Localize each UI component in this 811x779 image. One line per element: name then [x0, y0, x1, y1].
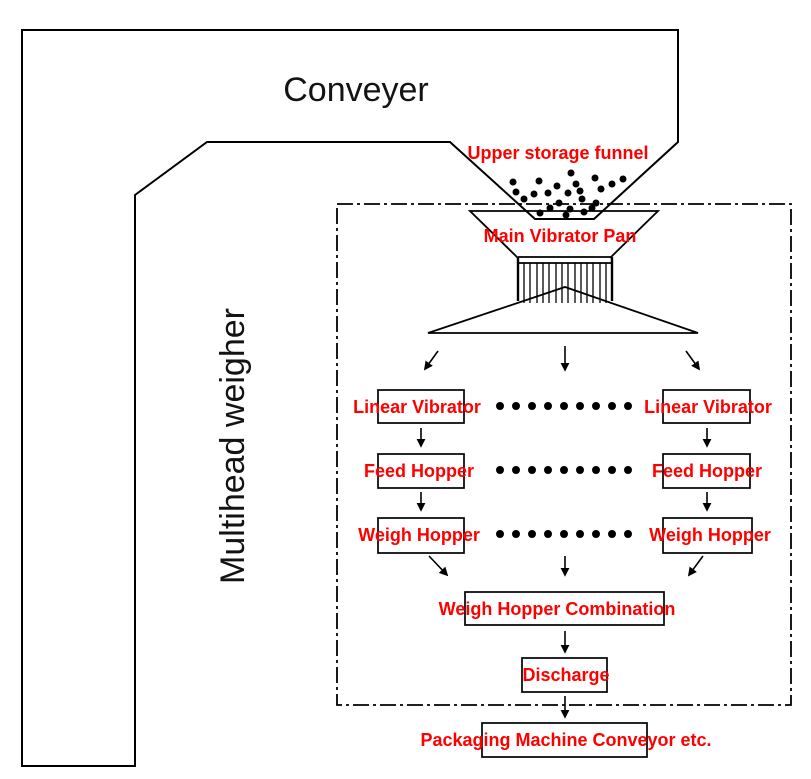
linear-vibrator-left-label: Linear Vibrator — [353, 397, 481, 417]
flow-arrows — [416, 346, 712, 719]
conveyor-label: Conveyer — [283, 71, 429, 109]
feed-hopper-right-box — [662, 453, 751, 489]
linear-vibrator-right-label: Linear Vibrator — [644, 397, 772, 417]
conveyor-outline — [21, 29, 679, 767]
discharge-box — [521, 657, 608, 693]
linear-vibrator-left-box — [377, 389, 465, 424]
weigh-hopper-left-box — [377, 517, 465, 554]
main-vibrator-pan-shape — [467, 210, 661, 259]
main-vibrator-pan-label: Main Vibrator Pan — [483, 226, 637, 246]
weigher-boundary-box — [336, 203, 792, 706]
distribution-cone-shape — [427, 286, 699, 334]
linear-vibrator-right-box — [662, 389, 751, 424]
weigh-hopper-right-label: Weigh Hopper — [649, 525, 771, 545]
vibrator-grate-icon — [516, 256, 614, 303]
discharge-label: Discharge — [522, 665, 610, 685]
repeat-units-dots — [496, 402, 632, 538]
weigh-hopper-combination-label: Weigh Hopper Combination — [438, 599, 676, 619]
multihead-weigher-label: Multihead weigher — [214, 308, 252, 584]
combination-box — [464, 591, 665, 626]
upper-storage-funnel-label: Upper storage funnel — [467, 143, 649, 163]
feed-hopper-left-box — [377, 453, 465, 489]
process-boxes — [377, 389, 753, 758]
feed-hopper-right-label: Feed Hopper — [651, 461, 763, 481]
weigh-hopper-right-box — [662, 517, 753, 554]
feed-hopper-left-label: Feed Hopper — [363, 461, 475, 481]
packaging-machine-label: Packaging Machine Conveyor etc. — [420, 730, 712, 750]
weigh-hopper-left-label: Weigh Hopper — [358, 525, 480, 545]
packaging-box — [481, 722, 648, 758]
